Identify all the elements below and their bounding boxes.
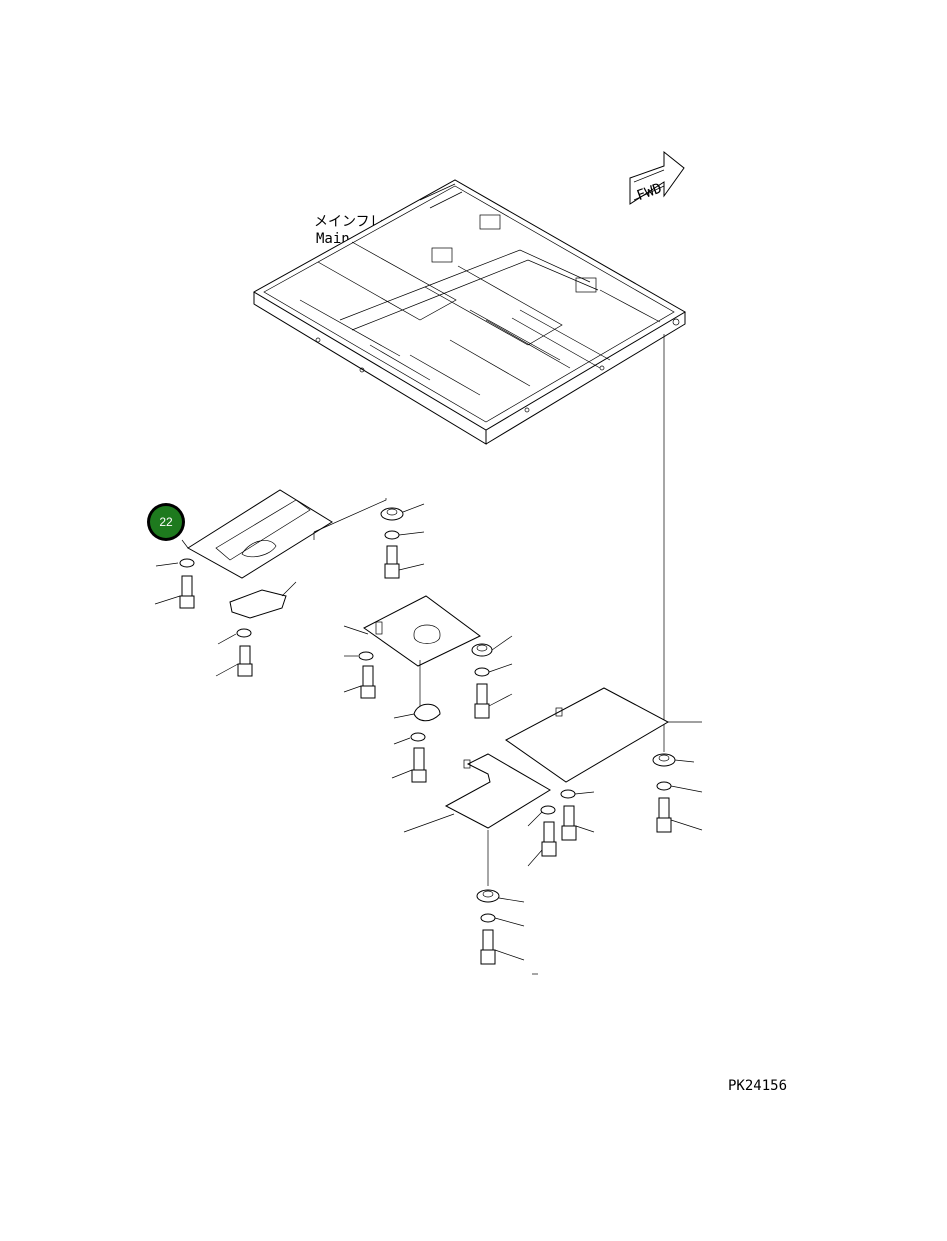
cover-plate-4 [403, 753, 551, 886]
drawing-code: PK24156 [728, 1078, 787, 1094]
main-frame [252, 179, 686, 445]
bolt-set-2b [471, 635, 513, 719]
mount-set-4 [476, 889, 538, 975]
bolt-set-4a [560, 789, 595, 841]
bolt-set-1a [154, 558, 195, 609]
cover-plate-3 [505, 687, 702, 783]
callout-22[interactable]: 22 [147, 503, 185, 541]
fwd-arrow-icon: FWD [629, 150, 685, 205]
mount-set-3 [652, 753, 703, 833]
bolt-set-1b [215, 628, 253, 677]
mount-set-1 [380, 503, 425, 579]
bolt-set-2c [391, 732, 427, 783]
callout-22-number: 22 [159, 515, 173, 529]
callout-22-fill [150, 506, 182, 538]
cover-plate-1 [181, 489, 387, 619]
cover-plate-2 [343, 595, 481, 722]
bolt-set-4b [527, 805, 557, 867]
bolt-set-2a [343, 651, 376, 699]
